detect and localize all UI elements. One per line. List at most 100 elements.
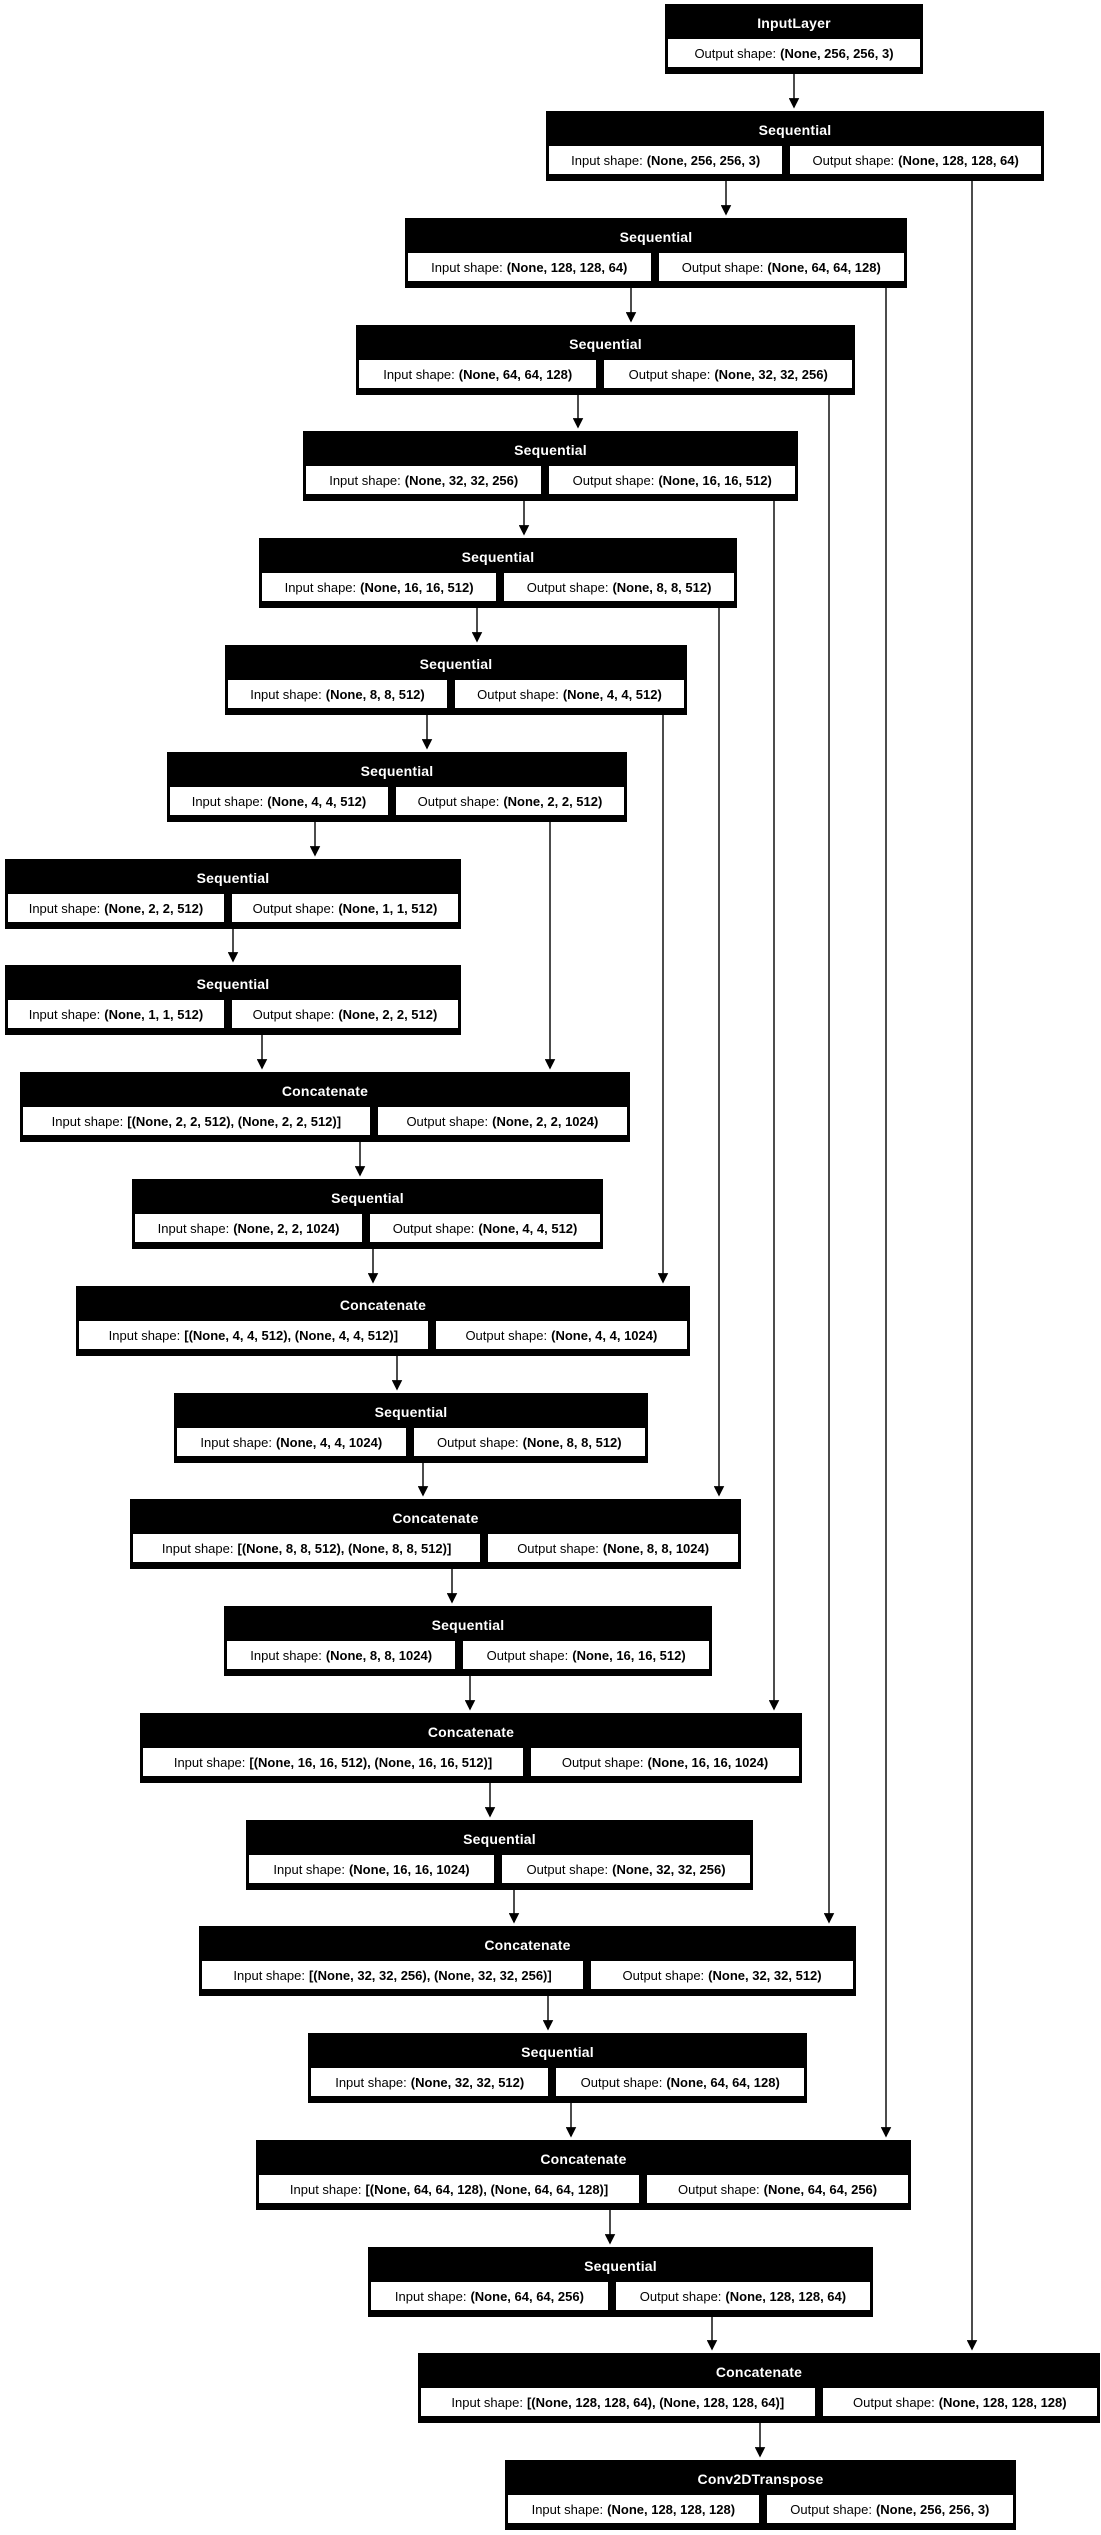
shape-value: [(None, 8, 8, 512), (None, 8, 8, 512)]: [237, 1540, 452, 1556]
output-shape-cell: Output shape:(None, 128, 128, 64): [790, 146, 1042, 174]
input-shape-cell: Input shape:[(None, 64, 64, 128), (None,…: [259, 2175, 640, 2203]
node-concatenate-3: Concatenate Input shape:[(None, 8, 8, 51…: [130, 1499, 741, 1569]
shape-label: Output shape:: [790, 2501, 872, 2517]
shape-value: (None, 256, 256, 3): [780, 45, 894, 61]
shape-value: (None, 32, 32, 512): [708, 1967, 822, 1983]
node-title: Sequential: [360, 762, 434, 779]
node-title: Sequential: [331, 1189, 404, 1206]
node-title: Concatenate: [484, 1936, 571, 1953]
shape-label: Input shape:: [233, 1967, 305, 1983]
shape-label: Output shape:: [678, 2181, 760, 2197]
shape-label: Output shape:: [639, 2288, 722, 2304]
node-title: Sequential: [514, 441, 587, 458]
shape-label: Input shape:: [51, 1113, 124, 1129]
node-sequential-13: Sequential Input shape:(None, 16, 16, 10…: [246, 1820, 753, 1890]
node-title: Sequential: [461, 548, 535, 565]
input-shape-cell: Input shape:(None, 32, 32, 512): [311, 2068, 549, 2096]
shape-label: Input shape:: [173, 1754, 246, 1770]
shape-label: Output shape:: [812, 152, 895, 168]
shape-label: Input shape:: [431, 259, 503, 275]
node-title: Sequential: [569, 335, 642, 352]
shape-value: (None, 128, 128, 64): [506, 259, 628, 275]
shape-value: (None, 1, 1, 512): [338, 900, 438, 916]
shape-label: Output shape:: [694, 45, 777, 61]
node-title: InputLayer: [757, 14, 831, 31]
output-shape-cell: Output shape:(None, 64, 64, 128): [556, 2068, 805, 2096]
shape-value: (None, 4, 4, 512): [478, 1220, 578, 1236]
node-title: Conv2DTranspose: [697, 2470, 824, 2487]
node-concatenate-4: Concatenate Input shape:[(None, 16, 16, …: [140, 1713, 802, 1783]
node-title: Sequential: [521, 2043, 594, 2060]
output-shape-cell: Output shape:(None, 2, 2, 512): [395, 787, 625, 815]
node-concatenate-7: Concatenate Input shape:[(None, 128, 128…: [418, 2353, 1100, 2423]
node-sequential-11: Sequential Input shape:(None, 4, 4, 1024…: [174, 1393, 648, 1463]
node-concatenate-6: Concatenate Input shape:[(None, 64, 64, …: [256, 2140, 911, 2210]
node-sequential-2: Sequential Input shape:(None, 128, 128, …: [405, 218, 907, 288]
shape-label: Output shape:: [622, 1967, 705, 1983]
node-sequential-15: Sequential Input shape:(None, 64, 64, 25…: [368, 2247, 873, 2317]
shape-value: [(None, 4, 4, 512), (None, 4, 4, 512)]: [184, 1327, 399, 1343]
shape-label: Input shape:: [571, 152, 643, 168]
node-title: Sequential: [584, 2257, 657, 2274]
shape-label: Output shape:: [572, 472, 655, 488]
output-shape-cell: Output shape:(None, 32, 32, 512): [591, 1961, 854, 1989]
input-shape-cell: Input shape:(None, 4, 4, 1024): [177, 1428, 406, 1456]
shape-value: (None, 16, 16, 512): [572, 1647, 686, 1663]
shape-value: [(None, 16, 16, 512), (None, 16, 16, 512…: [249, 1754, 493, 1770]
node-concatenate-5: Concatenate Input shape:[(None, 32, 32, …: [199, 1926, 856, 1996]
node-sequential-5: Sequential Input shape:(None, 16, 16, 51…: [259, 538, 737, 608]
shape-value: (None, 8, 8, 512): [612, 579, 712, 595]
input-shape-cell: Input shape:(None, 16, 16, 512): [262, 573, 497, 601]
input-shape-cell: Input shape:(None, 2, 2, 512): [8, 894, 224, 922]
shape-value: (None, 256, 256, 3): [875, 2501, 990, 2517]
shape-value: (None, 1, 1, 512): [104, 1006, 204, 1022]
shape-label: Input shape:: [191, 793, 264, 809]
output-shape-cell: Output shape:(None, 2, 2, 1024): [377, 1107, 628, 1135]
shape-value: (None, 8, 8, 512): [522, 1434, 622, 1450]
input-shape-cell: Input shape:(None, 8, 8, 1024): [227, 1641, 456, 1669]
shape-value: (None, 4, 4, 1024): [275, 1434, 383, 1450]
shape-value: (None, 256, 256, 3): [646, 152, 761, 168]
output-shape-cell: Output shape:(None, 128, 128, 128): [822, 2388, 1097, 2416]
output-shape-cell: Output shape:(None, 16, 16, 512): [549, 466, 796, 494]
node-sequential-14: Sequential Input shape:(None, 32, 32, 51…: [308, 2033, 807, 2103]
shape-label: Output shape:: [417, 793, 500, 809]
node-sequential-4: Sequential Input shape:(None, 32, 32, 25…: [303, 431, 798, 501]
output-shape-cell: Output shape:(None, 256, 256, 3): [766, 2495, 1013, 2523]
input-shape-cell: Input shape:[(None, 16, 16, 512), (None,…: [143, 1748, 523, 1776]
shape-label: Output shape:: [681, 259, 764, 275]
shape-label: Input shape:: [394, 2288, 467, 2304]
node-title: Concatenate: [281, 1082, 369, 1099]
shape-value: (None, 16, 16, 512): [360, 579, 474, 595]
output-shape-cell: Output shape:(None, 8, 8, 512): [504, 573, 735, 601]
shape-value: (None, 16, 16, 512): [658, 472, 772, 488]
shape-label: Input shape:: [284, 579, 357, 595]
shape-label: Input shape:: [531, 2501, 604, 2517]
shape-label: Input shape:: [161, 1540, 234, 1556]
node-title: Sequential: [463, 1830, 536, 1847]
shape-label: Input shape:: [383, 366, 455, 382]
shape-value: (None, 128, 128, 128): [607, 2501, 736, 2517]
input-shape-cell: Input shape:(None, 256, 256, 3): [549, 146, 783, 174]
shape-value: (None, 128, 128, 64): [725, 2288, 847, 2304]
shape-label: Output shape:: [252, 1006, 335, 1022]
shape-label: Input shape:: [28, 900, 101, 916]
input-shape-cell: Input shape:(None, 32, 32, 256): [306, 466, 542, 494]
node-sequential-3: Sequential Input shape:(None, 64, 64, 12…: [356, 325, 855, 395]
output-shape-cell: Output shape:(None, 128, 128, 64): [615, 2282, 871, 2310]
shape-label: Input shape:: [157, 1220, 230, 1236]
output-shape-cell: Output shape:(None, 4, 4, 512): [370, 1214, 600, 1242]
shape-value: (None, 2, 2, 512): [104, 900, 204, 916]
output-shape-cell: Output shape:(None, 2, 2, 512): [231, 1000, 459, 1028]
node-title: Concatenate: [339, 1296, 427, 1313]
shape-value: (None, 32, 32, 512): [410, 2074, 525, 2090]
node-sequential-12: Sequential Input shape:(None, 8, 8, 1024…: [224, 1606, 712, 1676]
input-shape-cell: Input shape:[(None, 128, 128, 64), (None…: [421, 2388, 815, 2416]
output-shape-cell: Output shape:(None, 64, 64, 256): [647, 2175, 909, 2203]
shape-label: Output shape:: [628, 366, 711, 382]
input-shape-cell: Input shape:(None, 1, 1, 512): [8, 1000, 224, 1028]
shape-value: (None, 64, 64, 128): [666, 2074, 780, 2090]
input-shape-cell: Input shape:(None, 2, 2, 1024): [135, 1214, 363, 1242]
shape-label: Output shape:: [517, 1540, 599, 1556]
